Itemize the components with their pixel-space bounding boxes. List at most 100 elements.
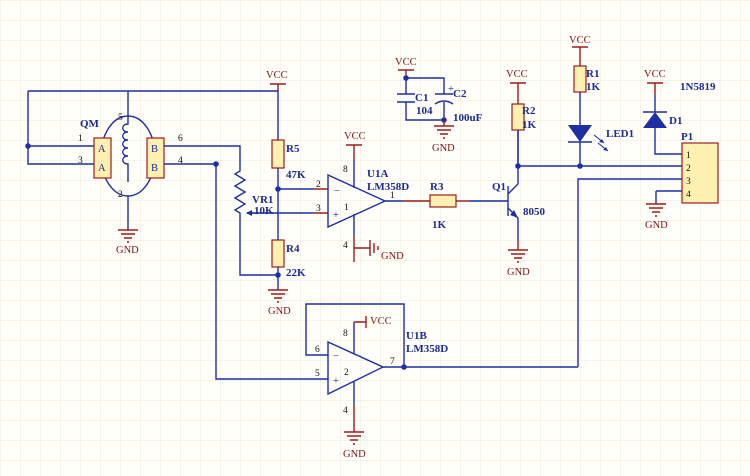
u1b-minus: − [333,351,339,362]
c1-capacitor[interactable]: C1 104 [397,92,433,117]
p1-connector[interactable]: P1 1 2 3 4 [681,131,719,204]
svg-text:GND: GND [343,449,366,460]
c1-ref: C1 [415,92,428,104]
p1-pin-3: 3 [686,177,691,187]
q1-emitter-arrow [510,210,518,218]
qm-sensor[interactable]: QM A A B B 1 3 5 2 6 4 [78,113,183,200]
led1-triangle [568,125,592,142]
u1b-opamp[interactable]: − + 2 6 5 7 8 4 U1B LM358D [315,329,448,416]
u1a-opamp[interactable]: − + 1 2 3 1 8 4 U1A LM358D [316,165,409,251]
c2-plate-bottom [434,100,454,105]
qm-pin-2: 2 [118,190,123,200]
u1a-pin-3: 3 [316,204,321,214]
p1-pin-4: 4 [686,190,691,200]
qm-pad-b-label: B [151,144,158,155]
c2-ref: C2 [453,88,467,100]
r4-resistor[interactable]: R4 22K [271,239,306,279]
svg-text:GND: GND [507,267,530,278]
d1-to-p1-wire [654,128,682,155]
u1b-wires: VCC GND [305,303,578,460]
r3-ref: R3 [430,181,444,193]
r2-resistor[interactable]: R2 1K [511,103,537,131]
u1a-triangle [327,173,387,229]
svg-text:GND: GND [432,143,455,154]
svg-text:GND: GND [645,220,668,231]
led1-diode[interactable]: LED1 [568,125,634,152]
qm-pad-a-label-2: A [98,163,106,174]
vcc-r5: VCC [266,70,288,91]
vr1-ref: VR1 [252,194,273,206]
p1-ref: P1 [681,131,693,143]
qm-pin-5: 5 [118,113,123,123]
r5-value: 47K [286,169,306,181]
svg-text:GND: GND [116,245,139,256]
output-rails [515,130,682,169]
svg-text:VCC: VCC [644,69,666,80]
p1-body [681,142,719,204]
r4-ref: R4 [286,243,300,255]
svg-text:VCC: VCC [344,131,366,142]
vr1-value: 10K [254,205,274,217]
gnd-r4: GND [268,289,291,317]
d1-diode[interactable]: 1N5819 D1 [643,81,716,128]
u1b-triangle [327,340,385,396]
gnd-q1: GND [507,240,530,278]
qm-pin-6: 6 [178,134,183,144]
u1b-part: LM358D [406,343,448,355]
svg-text:VCC: VCC [266,70,288,81]
r1-body [573,65,587,93]
c2-plate-top [435,90,453,95]
u1a-pin-1: 1 [390,191,395,201]
caps-ground: GND [405,102,455,154]
u1b-unit: 2 [344,368,349,378]
svg-text:VCC: VCC [370,316,392,327]
divider-wires [239,168,328,290]
u1a-plus: + [333,210,339,221]
r1-resistor[interactable]: R1 1K [573,65,601,93]
r2-ref: R2 [522,105,536,117]
u1a-pin-8: 8 [343,165,348,175]
c2-capacitor[interactable]: + C2 100uF [434,84,483,124]
u1b-pin-8: 8 [343,329,348,339]
c2-plus: + [448,84,454,95]
vr1-potentiometer[interactable]: VR1 10K [233,163,274,230]
q1-ref: Q1 [492,181,506,193]
u1a-unit: 1 [344,203,349,213]
svg-text:GND: GND [268,306,291,317]
r4-body [271,239,285,268]
vr1-wiper-arrow [246,210,252,216]
r2-value: 1K [522,119,537,131]
u1b-ref: U1B [406,330,427,342]
u1b-pin-7: 7 [390,357,395,367]
qm-pin-3: 3 [78,156,83,166]
q1-transistor[interactable]: Q1 8050 [492,181,546,219]
r5-body [271,139,285,169]
r1-ref: R1 [586,68,599,80]
vr1-zigzag [233,163,247,230]
svg-text:VCC: VCC [506,69,528,80]
svg-text:GND: GND [381,251,404,262]
qm-coil [122,116,129,182]
u1b-pin-5: 5 [315,369,320,379]
qm-pad-a-label: A [98,144,106,155]
gnd-qm: GND [116,229,139,256]
qm-pad-a [93,137,112,179]
u1a-minus: − [334,186,340,197]
u1b-pin-4: 4 [343,406,348,416]
r3-value: 1K [432,219,447,231]
r3-body [429,194,457,208]
vcc-d1: VCC [644,69,666,95]
u1a-pin-4: 4 [343,241,348,251]
p1-pin-2: 2 [686,164,691,174]
led1-ref: LED1 [606,128,634,140]
u1a-pin-2: 2 [316,180,321,190]
r1-value: 1K [586,81,601,93]
c2-value: 100uF [453,112,483,124]
d1-part: 1N5819 [680,81,716,93]
u1b-plus: + [333,376,339,387]
vcc-r2: VCC [506,69,528,104]
qm-pin-1: 1 [78,134,83,144]
c1-value: 104 [416,105,433,117]
d1-ref: D1 [669,115,682,127]
